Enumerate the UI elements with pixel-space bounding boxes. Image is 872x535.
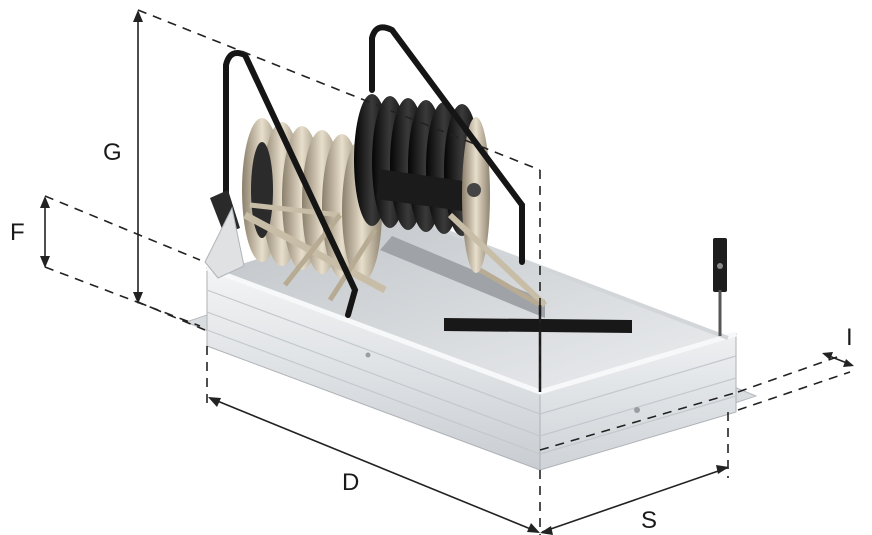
frame-screw: [365, 352, 371, 358]
frame-side-grooves: [206, 289, 541, 455]
dimension-G: [133, 10, 143, 304]
label-F: F: [10, 219, 25, 246]
frame-screw-front: [634, 407, 640, 413]
black-scissor-section: [354, 94, 548, 308]
dimension-S: [540, 465, 729, 535]
ladder-tray: [380, 236, 545, 318]
right-latch: [713, 238, 727, 336]
label-D: D: [342, 469, 359, 496]
left-lever: [204, 190, 245, 279]
frame-front-grooves: [539, 355, 737, 455]
dimension-D: [208, 397, 540, 533]
attic-ladder-illustration: [184, 24, 758, 471]
label-I: I: [846, 324, 853, 351]
handrails: [223, 24, 525, 318]
label-G: G: [103, 139, 122, 166]
dimension-F: [40, 196, 50, 268]
dimension-lines: [44, 9, 851, 535]
dimension-I: [822, 352, 854, 367]
label-S: S: [641, 507, 657, 534]
